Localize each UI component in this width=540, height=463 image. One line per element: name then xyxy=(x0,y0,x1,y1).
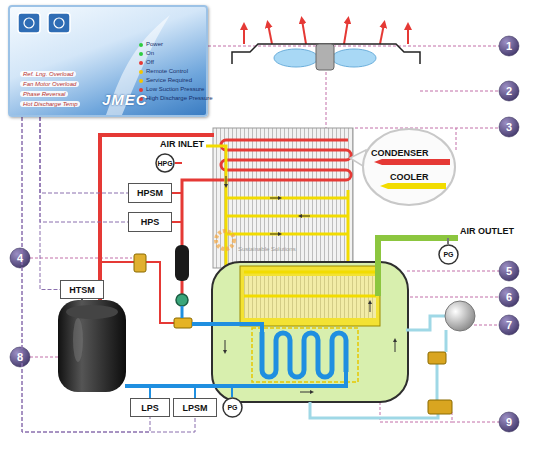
callout-number: 1 xyxy=(499,36,519,56)
status-label: Low Suction Pressure xyxy=(146,86,204,92)
control-panel: PowerOnOffRemote ControlService Required… xyxy=(8,5,208,117)
status-label: Remote Control xyxy=(146,68,188,74)
callout-number: 8 xyxy=(10,347,30,367)
status-label: Service Required xyxy=(146,77,192,83)
flow-label: AIR INLET xyxy=(160,139,204,149)
signal-wire xyxy=(22,117,195,432)
switch-box: HTSM xyxy=(60,280,104,299)
alarm-label: Hot Discharge Temp xyxy=(20,101,80,107)
switch-box: LPSM xyxy=(173,398,217,417)
alarm-label: Ref. Lng. Overload xyxy=(20,71,76,77)
status-label: Off xyxy=(146,59,154,65)
switch-box: HPS xyxy=(128,212,172,232)
legend-bubble: CONDENSER COOLER xyxy=(362,128,456,206)
callout-number: 3 xyxy=(499,117,519,137)
pressure-gauge: PG xyxy=(438,244,459,265)
gauge-label: PG xyxy=(443,251,453,258)
switch-label: HPSM xyxy=(137,188,163,198)
brand-logo: JMEC xyxy=(102,91,148,108)
status-label: On xyxy=(146,50,154,56)
callout-number: 9 xyxy=(499,412,519,432)
legend-text: COOLER xyxy=(390,172,429,182)
status-label: Power xyxy=(146,41,163,47)
callout-number: 2 xyxy=(499,81,519,101)
signal-wire xyxy=(40,117,128,193)
callout-number: 7 xyxy=(499,315,519,335)
pressure-gauge: PG xyxy=(222,397,243,418)
status-label: High Discharge Pressure xyxy=(146,95,213,101)
switch-label: HPS xyxy=(141,217,160,227)
switch-box: HPSM xyxy=(128,183,172,203)
alarm-label: Phase Reversal xyxy=(20,91,68,97)
switch-box: LPS xyxy=(130,398,170,417)
callout-number: 5 xyxy=(499,261,519,281)
signal-wire xyxy=(22,117,150,432)
gauge-label: PG xyxy=(227,404,237,411)
legend-text: CONDENSER xyxy=(371,148,429,158)
gauge-label: HPG xyxy=(157,160,172,167)
switch-label: LPSM xyxy=(182,403,207,413)
pressure-gauge: HPG xyxy=(155,153,175,173)
watermark: Sustainable Solutions xyxy=(238,246,296,252)
switch-label: LPS xyxy=(141,403,159,413)
flow-label: AIR OUTLET xyxy=(460,226,514,236)
alarm-label: Fan Motor Overload xyxy=(20,81,79,87)
switch-label: HTSM xyxy=(69,285,95,295)
bubble-outline xyxy=(362,128,456,206)
signal-wire xyxy=(40,117,128,222)
callout-number: 6 xyxy=(499,287,519,307)
signal-wire xyxy=(40,117,60,290)
callout-number: 4 xyxy=(10,248,30,268)
